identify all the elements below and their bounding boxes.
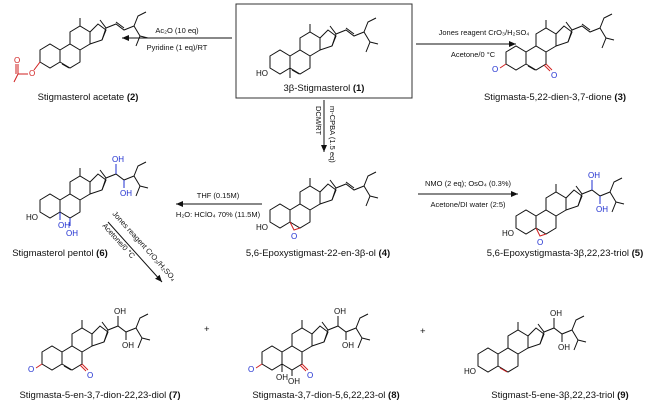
c8-oh-6: OH (288, 377, 300, 386)
c9-oh-23: OH (558, 343, 570, 352)
c8-ketone-7: O (307, 371, 313, 380)
c5-epoxide-o: O (537, 238, 543, 247)
c6-hydroxyl-3: HO (26, 213, 38, 222)
c9-oh-22: OH (550, 309, 562, 318)
c6-oh-5: OH (58, 221, 70, 230)
c9-label: Stigmast-5-ene-3β,22,23-triol (9) (491, 390, 628, 401)
c4-label: 5,6-Epoxystigmast-22-en-3β-ol (4) (246, 248, 390, 259)
c7-oh-22: OH (114, 307, 126, 316)
c7-ketone-3: O (28, 365, 34, 374)
c5-label: 5,6-Epoxystigmasta-3β,22,23-triol (5) (487, 248, 644, 259)
structure-c9: HO OH OH (464, 309, 587, 376)
r1-conditions: Pyridine (1 eq)/RT (147, 43, 208, 52)
r5-solvent: THF (0.15M) (197, 191, 240, 200)
c5-oh-23: OH (596, 205, 608, 214)
c6-oh-6: OH (66, 229, 78, 238)
structure-c7: O O OH OH (28, 307, 151, 380)
c8-oh-5: OH (276, 373, 288, 382)
c8-oh-22: OH (334, 307, 346, 316)
epoxide-o: O (291, 232, 297, 241)
r2-conditions: Acetone/0 °C (451, 50, 496, 59)
c2-label: Stigmasterol acetate (2) (38, 92, 139, 103)
c9-hydroxyl-3: HO (464, 367, 476, 376)
c8-ketone-3: O (248, 365, 254, 374)
structure-c3: O O (492, 13, 615, 80)
r5-reagent: H₂O: HClO₄ 70% (11.5M) (176, 210, 261, 219)
hydroxyl-label: HO (256, 69, 268, 78)
c3-label: Stigmasta-5,22-dien-3,7-dione (3) (484, 92, 626, 103)
structure-c2: O O (13, 11, 149, 83)
ester-oxygen: O (29, 69, 35, 78)
c5-hydroxyl: HO (502, 229, 514, 238)
c5-oh-22: OH (588, 171, 600, 180)
r3-reagent: m-CPBA (1.5 eq) (328, 106, 337, 163)
r1-reagent: Ac₂O (10 eq) (155, 26, 199, 35)
c6-oh-23: OH (120, 189, 132, 198)
c4-hydroxyl: HO (256, 223, 268, 232)
c7-ketone-o: O (551, 71, 557, 80)
c6-oh-22: OH (112, 155, 124, 164)
structure-c1: HO (256, 17, 379, 78)
structure-c8: O O OH OH OH OH (248, 307, 371, 386)
r3-solvent: DCM/RT (314, 106, 323, 135)
c3-ketone-o: O (492, 65, 498, 74)
structure-c5: O HO OH OH (502, 171, 625, 247)
structure-c4: O HO (256, 171, 379, 241)
r4-conditions: Acetone/DI water (2:5) (430, 200, 506, 209)
plus-1: + (204, 324, 210, 335)
c7-ketone-7: O (87, 371, 93, 380)
c8-oh-23: OH (342, 341, 354, 350)
c7-oh-23: OH (122, 341, 134, 350)
r2-reagent: Jones reagent CrO₃/H₂SO₄ (439, 28, 530, 37)
structure-c6: HO OH OH OH OH (26, 155, 149, 238)
c7-label: Stigmasta-5-en-3,7-dion-22,23-diol (7) (19, 390, 180, 401)
c1-label: 3β-Stigmasterol (1) (284, 83, 365, 94)
c6-label: Stigmasterol pentol (6) (12, 248, 108, 259)
plus-2: + (420, 326, 426, 337)
c8-label: Stigmasta-3,7-dion-5,6,22,23-ol (8) (252, 390, 399, 401)
starting-material-box (235, 3, 413, 99)
r4-reagent: NMO (2 eq); OsO₄ (0.3%) (425, 179, 511, 188)
carbonyl-oxygen: O (14, 56, 20, 65)
arrow-to-products (107, 221, 163, 283)
